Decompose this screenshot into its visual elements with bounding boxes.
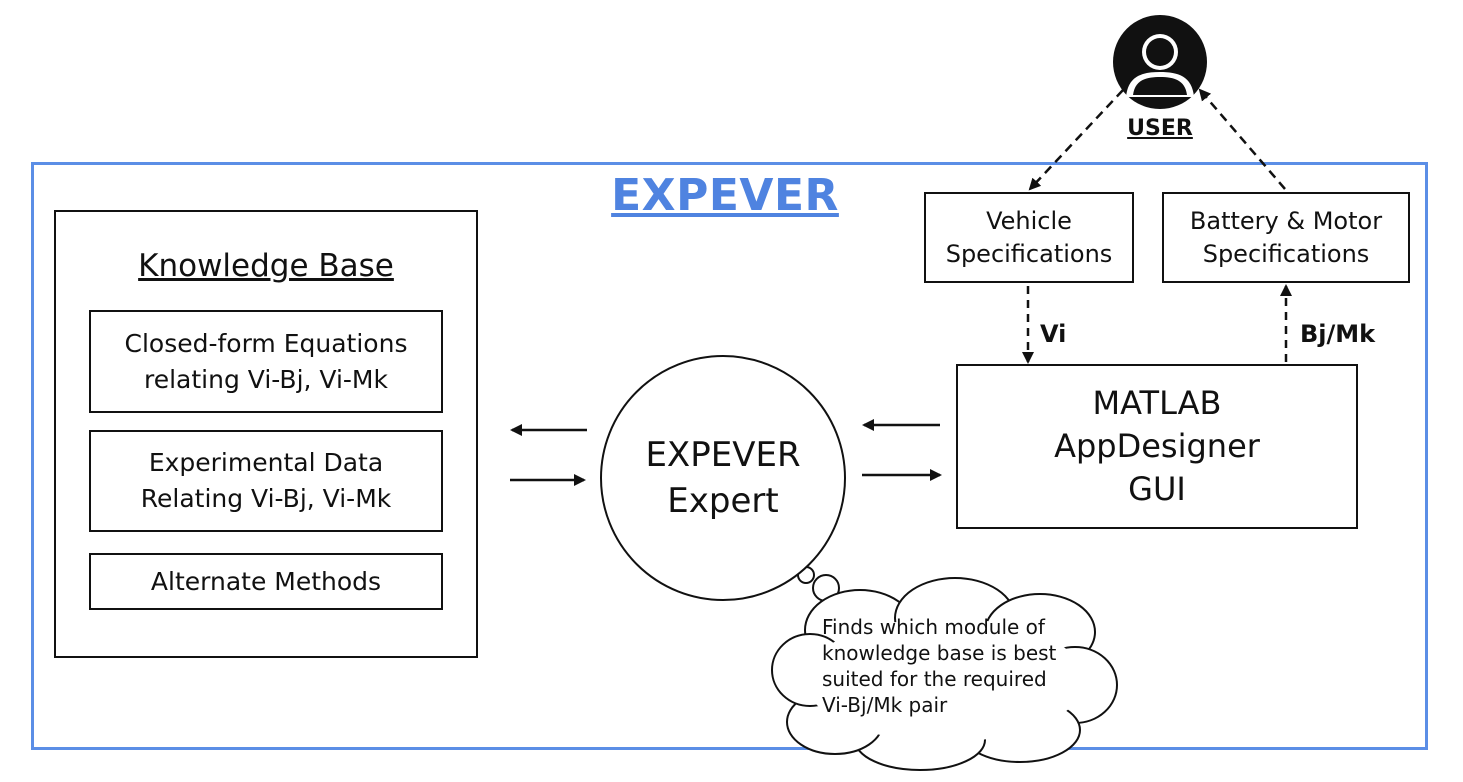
thought-text: Finds which module of knowledge base is … [822, 614, 1092, 718]
gui-line: MATLAB [1092, 384, 1222, 422]
vehicle-specs-node: Vehicle Specifications [924, 192, 1134, 283]
thought-line: Finds which module of [822, 615, 1045, 639]
vehicle-specs-line: Specifications [945, 239, 1113, 268]
thought-line: suited for the required [822, 667, 1047, 691]
expert-node: EXPEVER Expert [600, 355, 846, 601]
kb-module-line: relating Vi-Bj, Vi-Mk [144, 364, 388, 394]
edge-label-vi: Vi [1040, 320, 1067, 348]
battery-motor-specs-line: Battery & Motor [1189, 206, 1383, 235]
user-icon [1113, 15, 1207, 109]
battery-motor-specs-line: Specifications [1202, 239, 1370, 268]
knowledge-base-title: Knowledge Base [138, 248, 394, 284]
expever-system-frame [31, 162, 1428, 750]
system-title: EXPEVER [611, 170, 839, 221]
expert-line: Expert [667, 481, 779, 521]
kb-module-line: Relating Vi-Bj, Vi-Mk [140, 484, 392, 513]
kb-module-experimental: Experimental Data Relating Vi-Bj, Vi-Mk [89, 430, 443, 532]
gui-line: GUI [1128, 470, 1186, 508]
thought-line: knowledge base is best [822, 641, 1057, 665]
kb-module-closed-form: Closed-form Equations relating Vi-Bj, Vi… [89, 310, 443, 413]
thought-line: Vi-Bj/Mk pair [822, 693, 948, 717]
gui-line: AppDesigner [1054, 427, 1260, 465]
kb-module-line: Closed-form Equations [124, 328, 408, 358]
gui-node: MATLAB AppDesigner GUI [956, 364, 1358, 529]
battery-motor-specs-node: Battery & Motor Specifications [1162, 192, 1410, 283]
kb-module-alternate: Alternate Methods [89, 553, 443, 610]
vehicle-specs-line: Vehicle [986, 206, 1072, 235]
user-label: USER [1127, 116, 1193, 141]
expert-line: EXPEVER [645, 435, 801, 475]
kb-module-line: Alternate Methods [150, 566, 382, 596]
kb-module-line: Experimental Data [148, 448, 384, 477]
edge-label-bj-mk: Bj/Mk [1300, 320, 1376, 348]
